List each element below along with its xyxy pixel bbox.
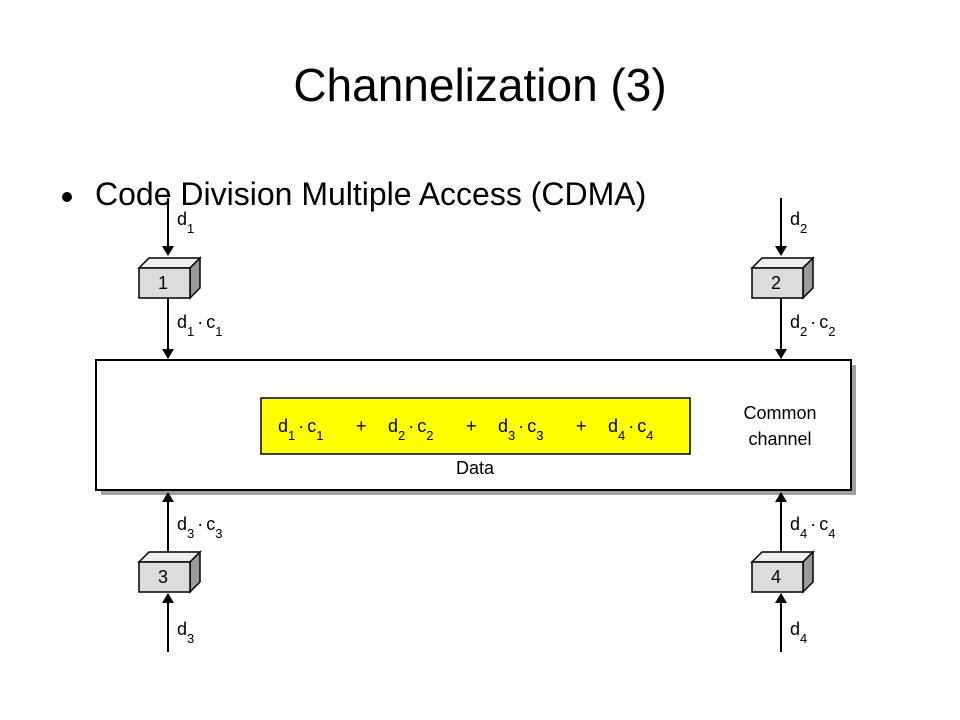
station-box-side-2 [802,256,814,300]
station-box-side-4 [802,550,814,594]
channel-label-line2: channel [748,429,811,449]
output-label-3: d3·c3 [177,514,222,541]
data-sum: d1·c1 + d2·c2 + d3·c3 + d4·c4 Data [260,397,691,478]
plus-2: + [466,416,477,436]
input-label-1: d1 [177,209,194,236]
station-box-1 [138,267,191,299]
station-box-top-4 [750,551,815,563]
station-id-4: 4 [771,567,781,587]
common-channel: Common channel [95,359,856,495]
station-box-2 [751,267,804,299]
station-box-3 [138,561,191,593]
station-box-4 [751,561,804,593]
plus-3: + [576,416,587,436]
data-term-1: d1·c1 [278,416,323,443]
station-box-top-2 [750,257,815,269]
channel-label-line1: Common [743,403,816,423]
input-label-3: d3 [177,619,194,646]
station-2: d2 2 d2·c2 [750,198,835,359]
slide-title: Channelization (3) [293,59,667,111]
station-box-side-1 [189,256,201,300]
output-label-2: d2·c2 [790,312,835,339]
bullet-dot-icon [62,192,72,202]
station-box-side-3 [189,550,201,594]
data-sum-box [260,397,691,455]
station-id-1: 1 [158,273,168,293]
station-id-3: 3 [158,567,168,587]
data-term-3: d3·c3 [498,416,543,443]
input-label-4: d4 [790,619,807,646]
station-4: d4·c4 4 d4 [750,492,835,652]
bullet-item: Code Division Multiple Access (CDMA) [62,178,862,212]
station-1: d1 1 d1·c1 [137,198,222,359]
plus-1: + [356,416,367,436]
channel-box [95,359,852,491]
bullet-text: Code Division Multiple Access (CDMA) [95,178,647,212]
data-term-2: d2·c2 [388,416,433,443]
channel-shadow [101,365,856,495]
station-3: d3·c3 3 d3 [137,492,222,652]
data-label: Data [456,458,495,478]
output-label-4: d4·c4 [790,514,835,541]
station-box-top-1 [137,257,202,269]
input-label-2: d2 [790,209,807,236]
data-term-4: d4·c4 [608,416,653,443]
station-box-top-3 [137,551,202,563]
output-label-1: d1·c1 [177,312,222,339]
station-id-2: 2 [771,273,781,293]
